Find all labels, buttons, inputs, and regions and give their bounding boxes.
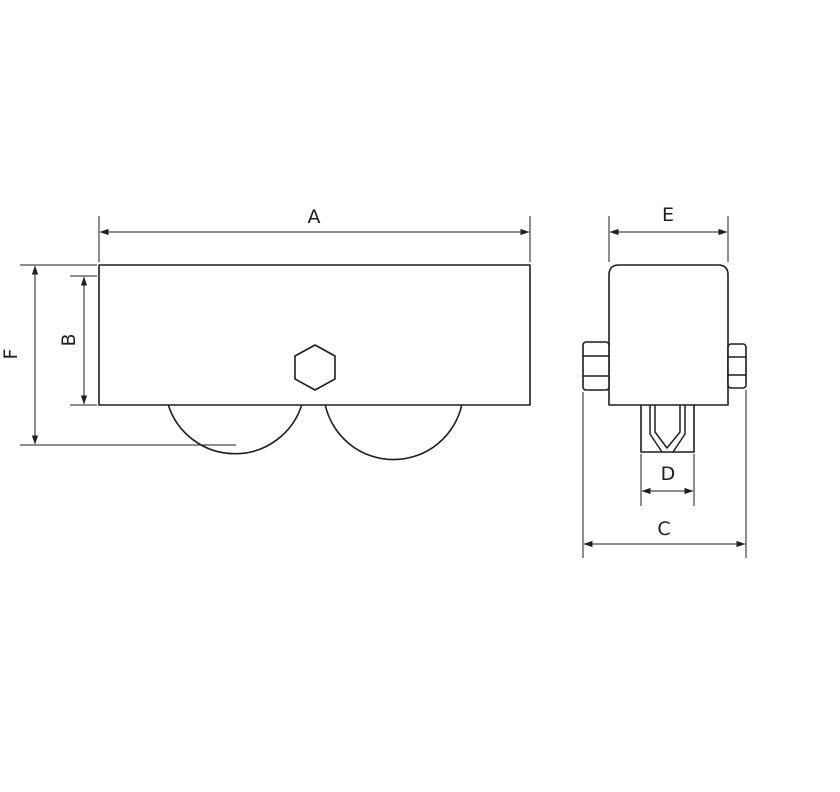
dimension-e-label: E [662,204,674,226]
dimension-b-label: B [58,333,80,346]
dimension-f-label: F [0,349,22,360]
hex-nut [294,344,336,391]
right-nut [727,343,747,389]
dimension-f: F [0,264,236,446]
dimension-d-label: D [661,463,676,485]
dimension-d: D [640,454,695,506]
end-view-body [608,264,729,406]
front-wheel [167,403,303,455]
end-view [582,264,747,453]
rear-wheel [324,403,463,461]
left-nut [582,341,610,391]
groove-wheel [640,399,695,453]
side-view [98,264,531,461]
dimension-e: E [608,204,729,262]
dimension-c: C [582,390,747,558]
dimension-b: B [58,275,97,406]
dimension-a-label: A [308,206,321,228]
dimension-c-label: C [657,518,670,540]
dimension-a: A [98,206,531,262]
